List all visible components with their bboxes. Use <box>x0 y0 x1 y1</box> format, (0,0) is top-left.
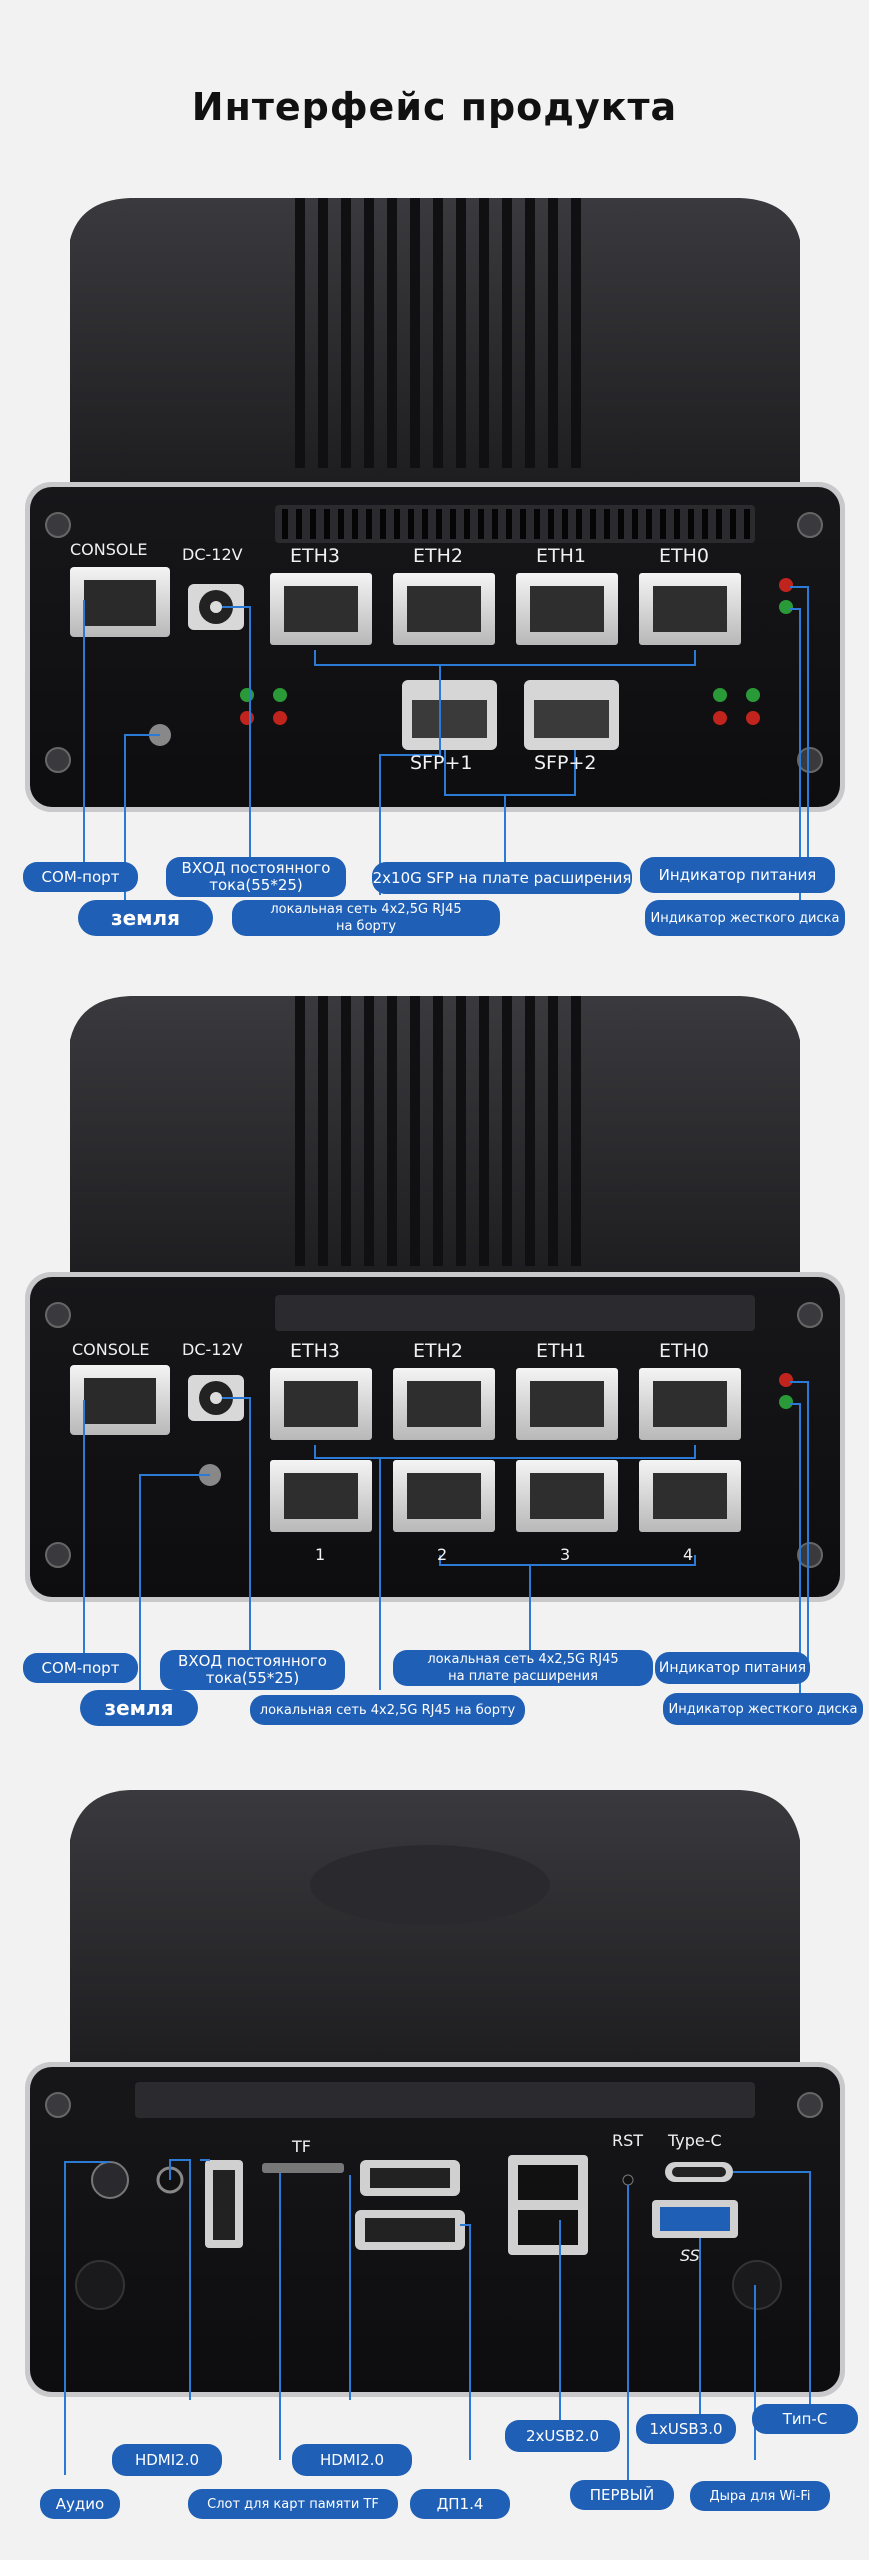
eth1-label: ETH1 <box>536 545 586 567</box>
power-button-icon <box>91 2161 129 2199</box>
device-panel-2 <box>25 996 845 1700</box>
screw-icons <box>45 512 823 773</box>
wifi-hole-right <box>732 2260 782 2310</box>
usb3-callout: 1xUSB3.0 <box>636 2414 736 2444</box>
sfp-ports <box>402 680 619 750</box>
tf-label: TF <box>292 2137 311 2156</box>
port-1-label: 1 <box>315 1545 326 1564</box>
eth-ports-row-1 <box>270 573 741 645</box>
eth-ports-row-2 <box>270 1368 741 1532</box>
tf-slot-callout: Слот для карт памяти TF <box>188 2489 398 2519</box>
hdd-led-callout: Индикатор жесткого диска <box>645 900 845 936</box>
rst-label: RST <box>612 2131 644 2150</box>
sfp2-label: SFP+2 <box>534 752 597 774</box>
ground-callout: земля <box>78 900 213 936</box>
eth2-label: ETH2 <box>413 545 463 567</box>
type-c-callout: Тип-C <box>752 2404 858 2434</box>
dc-label-2: DC-12V <box>182 1340 243 1359</box>
wifi-hole-callout: Дыра для Wi-Fi <box>690 2481 830 2511</box>
lan-ext-callout: локальная сеть 4x2,5G RJ45 на плате расш… <box>393 1650 653 1686</box>
hdmi-b-callout: HDMI2.0 <box>292 2444 412 2476</box>
page-title: Интерфейс продукта <box>191 85 678 129</box>
reset-button <box>622 2174 634 2186</box>
hdd-led-callout-2: Индикатор жесткого диска <box>663 1693 863 1725</box>
port-4-label: 4 <box>683 1545 694 1564</box>
eth3-label: ETH3 <box>290 545 340 567</box>
callout-lines-1 <box>83 586 809 905</box>
eth3-label-2: ETH3 <box>290 1340 340 1362</box>
eth1-label-2: ETH1 <box>536 1340 586 1362</box>
eth0-label-2: ETH0 <box>659 1340 709 1362</box>
port-3-label: 3 <box>560 1545 571 1564</box>
device-panel-1 <box>25 198 845 905</box>
console-label-2: CONSOLE <box>72 1340 150 1359</box>
lan-onboard-callout-2: локальная сеть 4x2,5G RJ45 на борту <box>250 1695 525 1725</box>
power-led-callout: Индикатор питания <box>640 857 835 893</box>
ground-callout-2: земля <box>80 1690 198 1726</box>
eth0-label: ETH0 <box>659 545 709 567</box>
dc-in-callout-2: ВХОД постоянного тока(55*25) <box>160 1650 345 1690</box>
first-callout: ПЕРВЫЙ <box>570 2480 674 2510</box>
audio-callout: Аудио <box>40 2489 120 2519</box>
heatsink-fins <box>295 198 581 468</box>
lan-onboard-callout: локальная сеть 4x2,5G RJ45 на борту <box>232 900 500 936</box>
dc-label: DC-12V <box>182 545 243 564</box>
usb2-callout: 2xUSB2.0 <box>505 2420 620 2452</box>
port-2-label: 2 <box>437 1545 448 1564</box>
status-leds <box>240 578 793 725</box>
sfp1-label: SFP+1 <box>410 752 473 774</box>
dc-in-callout: ВХОД постоянного тока(55*25) <box>166 857 346 897</box>
wifi-hole-left <box>75 2260 125 2310</box>
com-port-callout: COM-порт <box>23 862 138 892</box>
ss-label: SS <box>680 2246 700 2265</box>
device-panel-3 <box>25 1790 845 2480</box>
com-port-callout-2: COM-порт <box>23 1653 138 1683</box>
sfp-callout: 2x10G SFP на плате расширения <box>372 862 632 894</box>
type-c-label: Type-C <box>668 2131 722 2150</box>
tf-slot <box>262 2163 344 2173</box>
console-label: CONSOLE <box>70 540 148 559</box>
hdmi-a-callout: HDMI2.0 <box>112 2444 222 2476</box>
dp-callout: ДП1.4 <box>410 2489 510 2519</box>
eth2-label-2: ETH2 <box>413 1340 463 1362</box>
power-led-callout-2: Индикатор питания <box>655 1652 810 1684</box>
